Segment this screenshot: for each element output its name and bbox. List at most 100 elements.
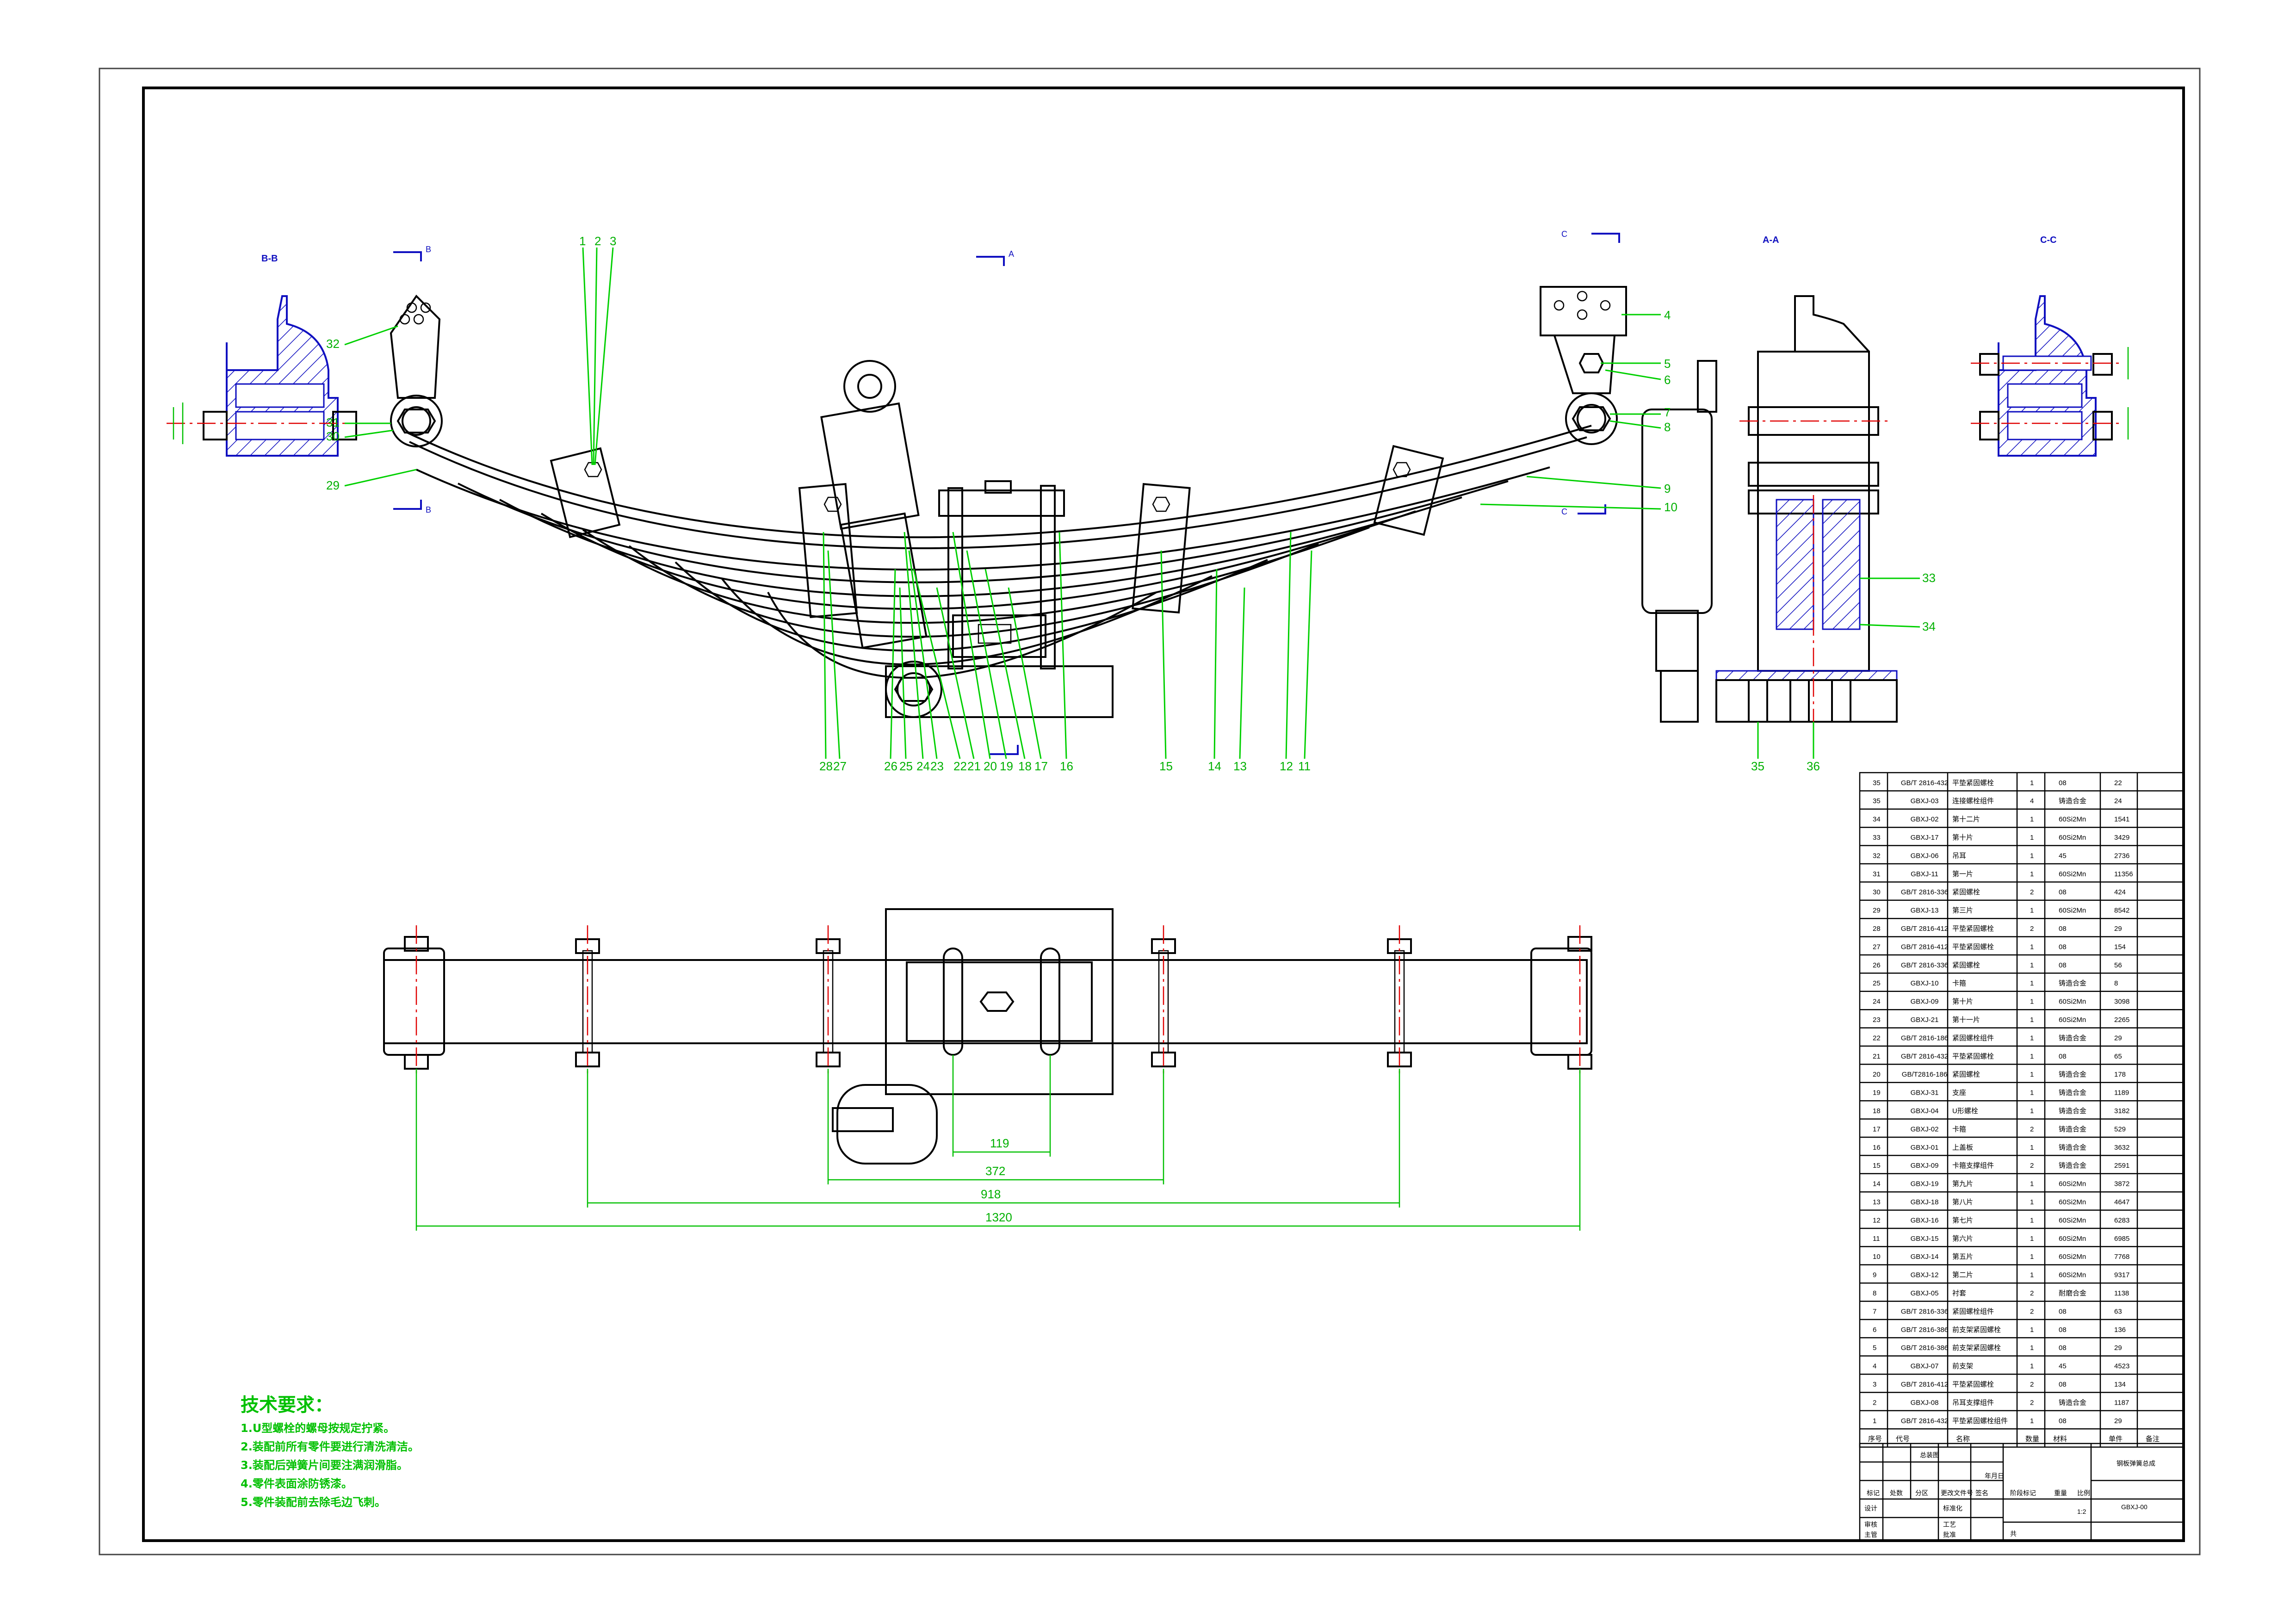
bom-header-cell: 备注 (2146, 1435, 2160, 1443)
leader-line (890, 569, 896, 759)
balloon: 32 (326, 337, 340, 351)
leaf-spring-top-view (383, 908, 1592, 1165)
bom-cell: 6 (1873, 1326, 1876, 1334)
bom-cell: GBXJ-10 (1911, 979, 1939, 987)
bom-header-cell: 单件 (2109, 1435, 2123, 1443)
bom-cell: 7768 (2114, 1253, 2129, 1261)
bom-cell: 60Si2Mn (2059, 1216, 2086, 1224)
tb-label: 标准化 (1943, 1505, 1962, 1512)
dimension-value: 918 (981, 1187, 1001, 1201)
bom-cell: 1 (2030, 1417, 2034, 1425)
bom-cell: 4647 (2114, 1198, 2129, 1206)
inner-frame (142, 87, 2185, 1542)
bom-cell: GB/T 2816-412 (1901, 925, 1948, 933)
bom-cell: 前支架紧固螺栓 (1952, 1344, 2001, 1352)
balloon: 2 (594, 234, 601, 248)
balloon: 6 (1664, 373, 1671, 387)
bom-cell: 1 (2030, 834, 2034, 842)
bom-cell: 第八片 (1952, 1198, 1973, 1206)
bom-cell: 32 (1873, 852, 1881, 860)
bom-cell: GBXJ-09 (1911, 998, 1939, 1006)
bom-cell: 1 (2030, 1253, 2034, 1261)
bom-cell: 第六片 (1952, 1234, 1973, 1243)
bom-header-cell: 名称 (1956, 1435, 1970, 1443)
requirement-item: 4.零件表面涂防锈漆。 (241, 1477, 353, 1490)
bom-cell: 第五片 (1952, 1252, 1973, 1261)
organization: 总装图 (1920, 1451, 1939, 1459)
bom-cell: 第十片 (1952, 997, 1973, 1006)
bom-cell: 34 (1873, 816, 1881, 824)
leader-line (823, 532, 827, 759)
bom-cell: 连接螺栓组件 (1952, 797, 1994, 805)
bom-cell: 紧固螺栓 (1952, 1071, 1980, 1078)
view-title-a-a: A-A (1763, 235, 1779, 245)
bom-header-cell: 材料 (2053, 1435, 2067, 1443)
base-plate-hatched (1715, 670, 1898, 681)
bom-cell: 1 (2030, 1107, 2034, 1115)
tb-label: 审核 (1864, 1521, 1877, 1528)
bom-cell: 08 (2059, 961, 2067, 969)
bom-cell: 2 (2030, 1125, 2034, 1133)
balloon: 24 (916, 759, 930, 773)
bom-cell: 08 (2059, 779, 2067, 787)
bom-cell: 08 (2059, 943, 2067, 951)
bom-cell: 1 (2030, 816, 2034, 824)
cut-label-b: B (426, 505, 431, 514)
balloon: 14 (1208, 759, 1221, 773)
leader-line (904, 532, 924, 759)
balloon: 25 (899, 759, 913, 773)
drawing-number: GBXJ-00 (2121, 1503, 2147, 1511)
bom-cell: 08 (2059, 1381, 2067, 1388)
requirement-item: 3.装配后弹簧片间要注满润滑脂。 (241, 1459, 408, 1472)
bom-cell: GB/T 2816-386 (1901, 1344, 1948, 1352)
bom-cell: 第九片 (1952, 1180, 1973, 1188)
bom-cell: 10 (1873, 1253, 1881, 1261)
bom-cell: 4523 (2114, 1363, 2129, 1370)
bom-cell: 178 (2114, 1071, 2126, 1078)
bom-cell: 63 (2114, 1307, 2122, 1315)
bom-cell: 16 (1873, 1144, 1881, 1152)
bom-cell: GBXJ-14 (1911, 1253, 1939, 1261)
balloon: 31 (326, 415, 340, 429)
balloon: 4 (1664, 308, 1671, 322)
bom-cell: 2736 (2114, 852, 2129, 860)
bom-cell: 第十一片 (1952, 1016, 1980, 1024)
bom-cell: 35 (1873, 797, 1881, 805)
bom-cell: 1138 (2114, 1289, 2129, 1297)
balloon: 21 (967, 759, 981, 773)
bom-cell: 铸造合金 (2059, 1107, 2086, 1115)
bom-cell: 7 (1873, 1307, 1876, 1315)
balloon: 34 (1922, 619, 1936, 633)
bom-cell: 铸造合金 (2059, 1071, 2086, 1078)
bom-cell: 08 (2059, 888, 2067, 896)
top-view-bolts (404, 936, 1592, 1070)
bom-cell: GBXJ-18 (1911, 1198, 1939, 1206)
bom-cell: 19 (1873, 1089, 1881, 1097)
bom-cell: 2265 (2114, 1016, 2129, 1024)
bom-cell: 11 (1873, 1235, 1880, 1243)
bom-cell: 1 (2030, 1271, 2034, 1279)
leader-line (1160, 550, 1167, 759)
balloon: 23 (930, 759, 944, 773)
bom-cell: 60Si2Mn (2059, 1235, 2086, 1243)
bom-cell: 1 (2030, 870, 2034, 878)
balloon: 36 (1807, 759, 1820, 773)
balloon: 22 (953, 759, 967, 773)
tb-label: 工艺 (1943, 1521, 1956, 1528)
bom-cell: 支座 (1952, 1089, 1966, 1097)
bom-cell: 3429 (2114, 834, 2129, 842)
bom-cell: 28 (1873, 925, 1881, 933)
bom-cell: 1189 (2114, 1089, 2129, 1097)
bom-cell: 2 (2030, 1289, 2034, 1297)
bom-cell: 15 (1873, 1162, 1881, 1170)
bom-cell: GBXJ-02 (1911, 1125, 1939, 1133)
balloon: 27 (833, 759, 847, 773)
bom-cell: 30 (1873, 888, 1881, 896)
bom-cell: 60Si2Mn (2059, 998, 2086, 1006)
bom-cell: 卡箍 (1952, 1125, 1966, 1133)
leader-line (936, 587, 975, 759)
tb-label: 年月日 (1985, 1472, 2004, 1480)
bom-cell: GB/T 2816-386 (1901, 1326, 1948, 1334)
bom-cell: 27 (1873, 943, 1881, 951)
bom-cell: GBXJ-05 (1911, 1289, 1939, 1297)
